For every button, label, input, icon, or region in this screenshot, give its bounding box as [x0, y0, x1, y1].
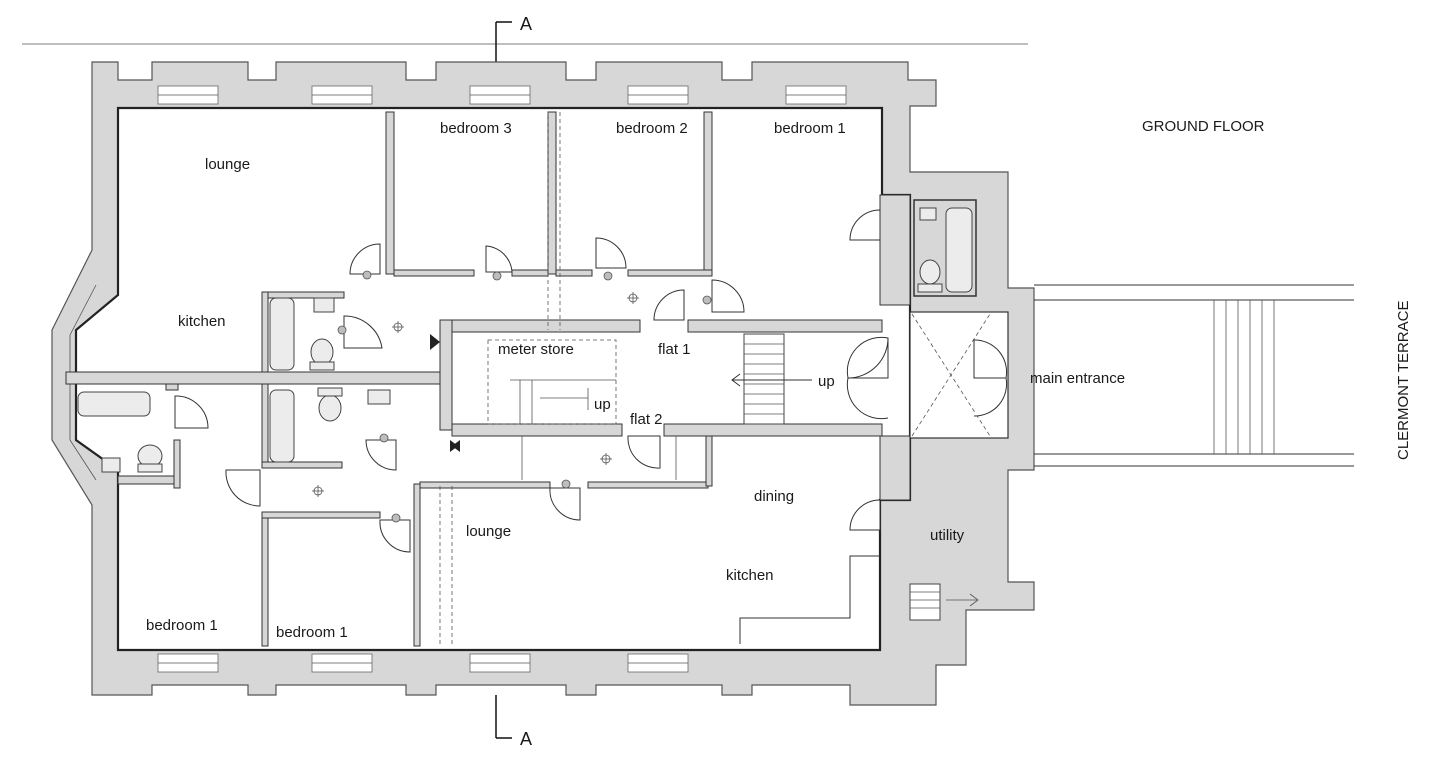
section-marker-top: A: [495, 14, 532, 62]
stair-label-up-right: up: [818, 373, 835, 390]
bath-left-top: [269, 297, 335, 371]
room-label-lounge-top: lounge: [205, 156, 250, 173]
meter-symbols: [430, 334, 460, 452]
stair-label-up-left: up: [594, 396, 611, 413]
light-fittings: [312, 270, 712, 523]
bay-window: [69, 284, 97, 481]
room-label-meter-store: meter store: [498, 341, 574, 358]
room-label-lounge-bottom: lounge: [466, 523, 511, 540]
entrance-doors: [846, 311, 1009, 439]
bath-right-wc: [913, 199, 977, 297]
room-label-kitchen-top: kitchen: [178, 313, 226, 330]
room-label-bedroom-1-bottom-left: bedroom 1: [146, 617, 218, 634]
external-steps: [1034, 284, 1354, 467]
section-label-top: A: [520, 14, 532, 34]
section-marker-bottom: A: [495, 695, 532, 749]
section-label-bottom: A: [520, 729, 532, 749]
room-label-flat-2: flat 2: [630, 411, 663, 428]
room-label-bedroom-1-bottom-mid: bedroom 1: [276, 624, 348, 641]
room-label-bedroom-1-top: bedroom 1: [774, 120, 846, 137]
room-label-bedroom-2: bedroom 2: [616, 120, 688, 137]
partitions: [65, 111, 911, 647]
street-label: CLERMONT TERRACE: [1395, 301, 1412, 460]
stairs-flat1: [731, 333, 812, 425]
room-label-utility: utility: [930, 527, 965, 544]
room-label-kitchen-bottom: kitchen: [726, 567, 774, 584]
bath-left-bottom: [269, 387, 391, 463]
room-label-bedroom-3: bedroom 3: [440, 120, 512, 137]
windows-bottom: [157, 653, 689, 673]
room-label-main-entrance: main entrance: [1030, 370, 1125, 387]
kitchen-fitout: [439, 112, 880, 646]
basement-steps: [909, 583, 979, 621]
room-label-flat-1: flat 1: [658, 341, 691, 358]
room-label-dining: dining: [754, 488, 794, 505]
floor-title: GROUND FLOOR: [1142, 118, 1265, 135]
bath-far-left: [77, 391, 163, 473]
windows-top: [157, 85, 847, 105]
stairs-central: [487, 339, 617, 425]
door-swings: [174, 209, 889, 553]
